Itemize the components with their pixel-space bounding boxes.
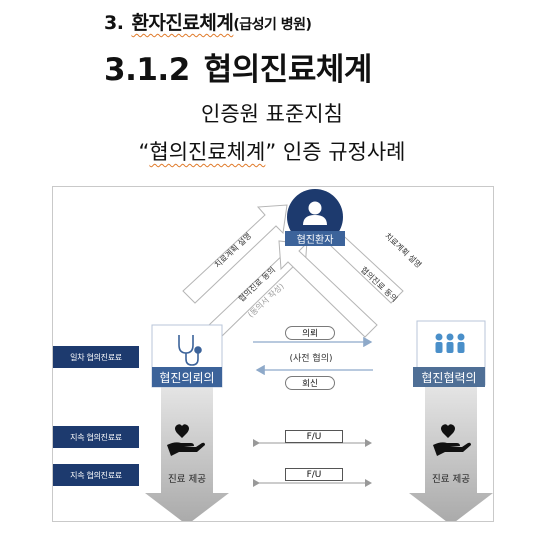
- first-level-label: 일차 협의진료료: [53, 346, 139, 368]
- ongoing-label-2: 지속 협의진료료: [53, 464, 139, 486]
- org-line: 인증원 표준지침: [201, 102, 343, 126]
- left-down-arrow: [145, 383, 229, 521]
- title-text: 협의진료체계: [203, 52, 373, 88]
- hand-heart-icon: [433, 424, 471, 456]
- section-title: 환자진료체계: [131, 12, 234, 34]
- case-main: 협의진료체계: [149, 140, 266, 164]
- left-arrow-outer: [182, 204, 288, 304]
- care-right-label: 진료 제공: [432, 474, 470, 485]
- consultant-title: 협진협력의: [413, 367, 485, 387]
- right-arrow-inner: [278, 240, 378, 338]
- care-left-label: 진료 제공: [168, 474, 206, 485]
- requester-title: 협진의뢰의: [152, 367, 222, 387]
- patient-label: 협진환자: [285, 231, 345, 246]
- fu-box-1: F/U: [285, 430, 343, 443]
- case-rest: ” 인증 규정사례: [265, 140, 406, 164]
- pre-consult-label: (사전 협의): [289, 354, 333, 364]
- people-group-icon: [435, 333, 465, 353]
- case-quote-open: “: [138, 140, 150, 164]
- right-down-arrow: [409, 383, 493, 521]
- ongoing-label-1: 지속 협의진료료: [53, 426, 139, 448]
- title-number: 3.1.2: [104, 52, 190, 88]
- reply-pill: 회신: [285, 376, 335, 390]
- page-title: 3.1.2 협의진료체계: [104, 44, 372, 89]
- hand-heart-icon: [167, 424, 205, 456]
- case-line: “협의진료체계” 인증 규정사례: [0, 136, 544, 166]
- request-pill: 의뢰: [285, 326, 335, 340]
- consult-diagram: 협진환자 치료계획 설명 협의진료 동의 (동의서 작성) 치료계획 설명 협의…: [52, 186, 494, 522]
- fu-box-2: F/U: [285, 468, 343, 481]
- section-subtitle: (급성기 병원): [233, 17, 312, 33]
- section-heading: 3. 환자진료체계(급성기 병원): [104, 8, 312, 35]
- section-number: 3.: [104, 12, 124, 34]
- person-icon: [308, 201, 322, 215]
- stethoscope-icon: [178, 335, 202, 366]
